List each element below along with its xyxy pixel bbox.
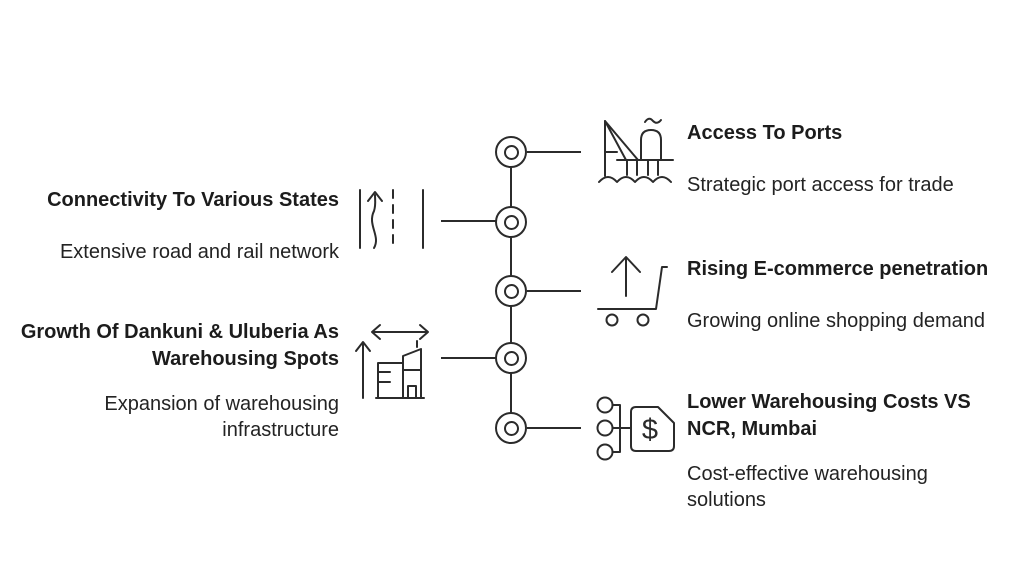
item-costs-subtitle: Cost-effective warehousing solutions xyxy=(687,463,928,511)
port-crane-icon xyxy=(597,112,675,188)
timeline-node-2-inner xyxy=(503,214,519,230)
item-costs: Lower Warehousing Costs VS NCR, Mumbai C… xyxy=(687,389,1017,513)
item-ports: Access To Ports Strategic port access fo… xyxy=(687,120,1017,198)
timeline-node-1-inner xyxy=(503,144,519,160)
item-costs-title: Lower Warehousing Costs VS NCR, Mumbai xyxy=(687,391,971,440)
item-ports-subtitle: Strategic port access for trade xyxy=(687,174,954,196)
item-connectivity-subtitle: Extensive road and rail network xyxy=(59,241,339,263)
item-ecommerce-title: Rising E-commerce penetration xyxy=(687,258,989,280)
dollar-glyph: $ xyxy=(642,414,658,446)
item-ports-title: Access To Ports xyxy=(687,122,843,144)
timeline-node-1 xyxy=(495,136,527,168)
item-warehousing-growth: Growth Of Dankuni & Uluberia As Warehous… xyxy=(19,319,339,443)
item-warehousing-growth-title: Growth Of Dankuni & Uluberia As Warehous… xyxy=(20,321,339,370)
timeline-node-3-inner xyxy=(503,283,519,299)
item-ecommerce: Rising E-commerce penetration Growing on… xyxy=(687,256,1017,334)
timeline-node-4-inner xyxy=(503,350,519,366)
timeline-node-5 xyxy=(495,412,527,444)
item-connectivity: Connectivity To Various States Extensive… xyxy=(19,187,339,265)
connector-line-ecommerce xyxy=(527,290,581,292)
connector-line-connectivity xyxy=(441,220,497,222)
item-ecommerce-subtitle: Growing online shopping demand xyxy=(687,310,985,332)
road-lanes-icon xyxy=(352,183,432,255)
timeline-node-2 xyxy=(495,206,527,238)
timeline-node-3 xyxy=(495,275,527,307)
connector-line-warehousing-growth xyxy=(441,357,497,359)
price-tag-icon: $ xyxy=(586,392,678,464)
connector-line-ports xyxy=(527,151,581,153)
timeline-node-4 xyxy=(495,342,527,374)
connector-line-costs xyxy=(527,427,581,429)
item-warehousing-growth-subtitle: Expansion of warehousing infrastructure xyxy=(104,393,339,441)
building-expansion-icon xyxy=(350,320,432,402)
item-connectivity-title: Connectivity To Various States xyxy=(47,189,339,211)
cart-up-arrow-icon xyxy=(593,251,671,329)
timeline-node-5-inner xyxy=(503,420,519,436)
